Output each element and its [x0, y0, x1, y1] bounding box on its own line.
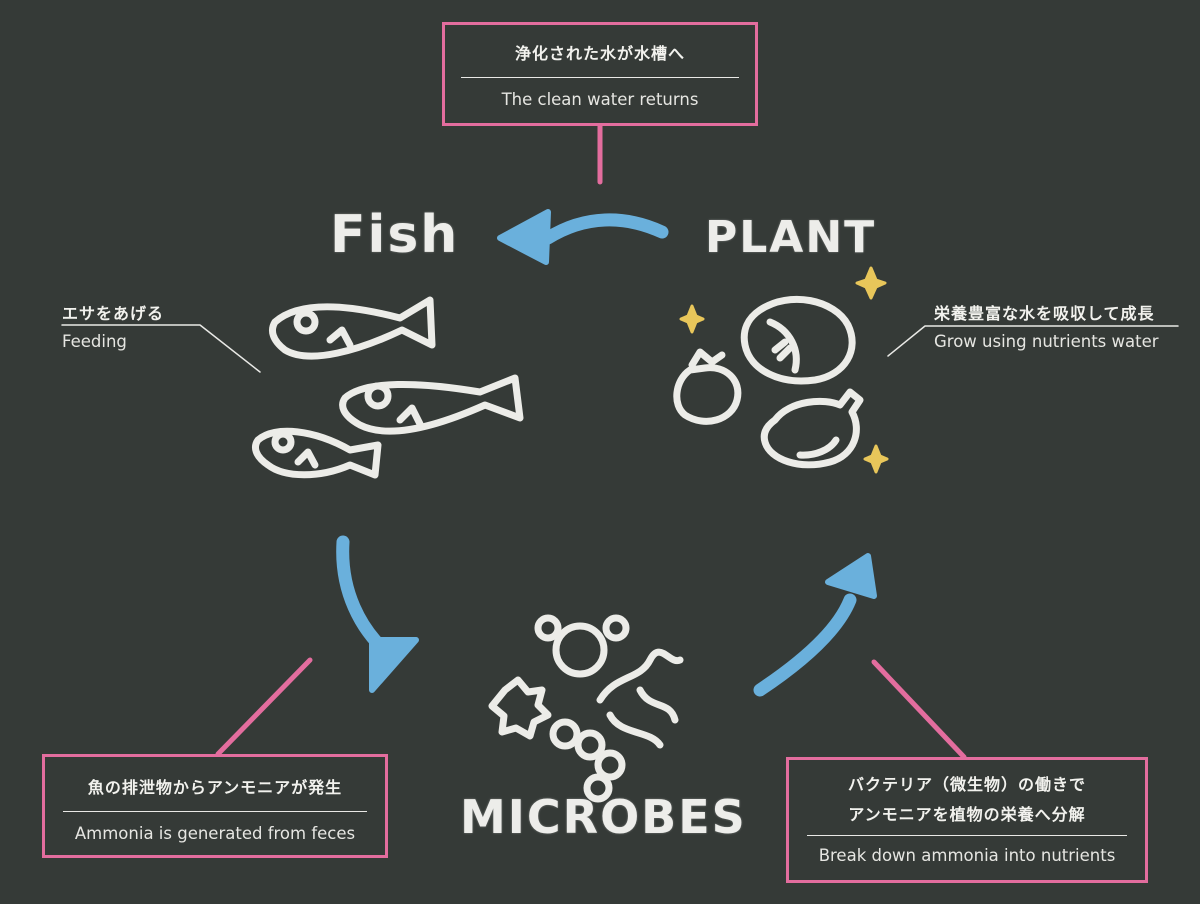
microbe-icon	[549, 718, 626, 803]
plant-caption-jp: 栄養豊富な水を吸収して成長	[934, 304, 1155, 323]
bottom-right-box-divider	[807, 835, 1127, 837]
top-info-box: 浄化された水が水槽へ The clean water returns	[442, 22, 758, 126]
sparkle-icon	[679, 266, 889, 474]
plant-caption-en: Grow using nutrients water	[934, 332, 1159, 351]
bottom-left-box-en: Ammonia is generated from feces	[74, 823, 356, 843]
right-connector-line	[871, 659, 967, 760]
microbe-icon	[534, 614, 630, 678]
fish-caption-jp: エサをあげる	[62, 304, 165, 323]
cycle-arrow-fish-to-microbes	[336, 535, 419, 693]
cycle-arrow-microbes-to-plant	[753, 553, 877, 697]
fish-caption: エサをあげる Feeding	[62, 300, 164, 351]
fish-icon	[269, 296, 436, 360]
bottom-right-box-jp-line1: バクテリア（微生物）の働きで	[847, 775, 1086, 794]
fish-caption-leader	[61, 324, 261, 373]
bottom-right-box-en: Break down ammonia into nutrients	[818, 846, 1116, 866]
bottom-right-info-box: バクテリア（微生物）の働きで アンモニアを植物の栄養へ分解 Break down…	[786, 757, 1148, 883]
cabbage-icon	[740, 295, 856, 385]
left-connector-line	[215, 657, 313, 757]
microbe-icon	[596, 648, 684, 749]
fish-title: Fish	[330, 205, 460, 265]
plant-title: PLANT	[705, 212, 877, 263]
plant-caption-leader	[887, 325, 1179, 357]
bottom-left-box-jp: 魚の排泄物からアンモニアが発生	[87, 778, 343, 797]
top-box-divider	[461, 76, 739, 78]
fish-icon	[339, 374, 524, 435]
tomato-icon	[673, 348, 742, 425]
fish-caption-en: Feeding	[62, 332, 127, 351]
bottom-left-box-divider	[63, 810, 367, 812]
eggplant-icon	[760, 388, 864, 469]
top-box-jp: 浄化された水が水槽へ	[514, 44, 685, 63]
cycle-arrow-plant-to-fish	[497, 209, 669, 265]
bottom-right-box-jp-line2: アンモニアを植物の栄養へ分解	[848, 804, 1086, 824]
top-box-en: The clean water returns	[501, 89, 699, 109]
microbes-title: MICROBES	[460, 790, 747, 844]
bottom-left-info-box: 魚の排泄物からアンモニアが発生 Ammonia is generated fro…	[42, 754, 388, 858]
fish-icon	[252, 427, 382, 479]
plant-caption: 栄養豊富な水を吸収して成長 Grow using nutrients water	[934, 300, 1180, 351]
microbe-icon	[488, 676, 552, 740]
